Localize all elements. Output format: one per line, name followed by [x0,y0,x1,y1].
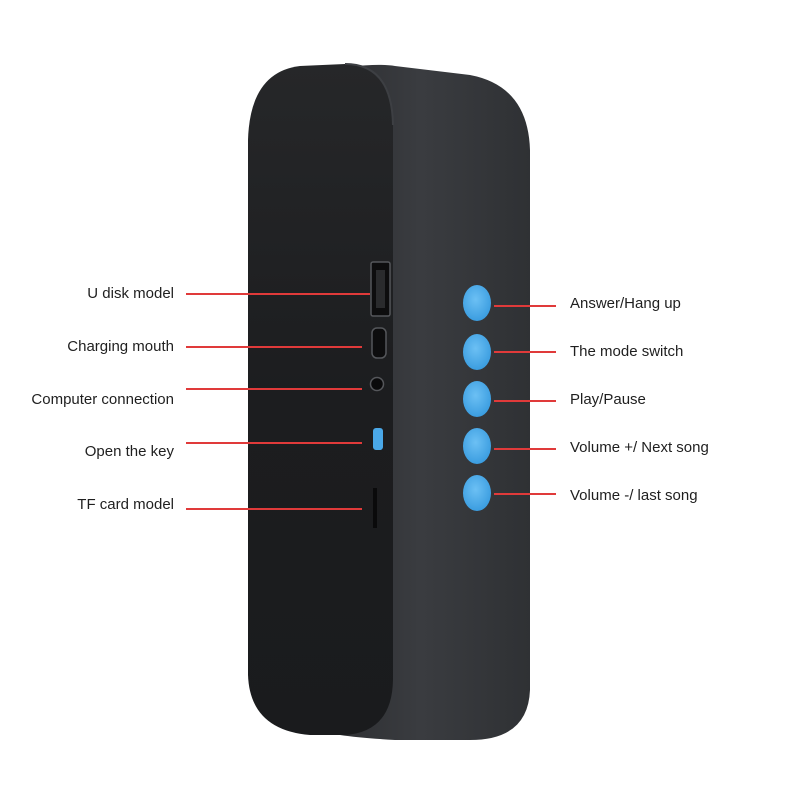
label-open-the-key: Open the key [84,443,174,460]
play-pause-button [463,381,491,417]
label-computer-connection: Computer connection [31,391,174,408]
label-volume-down-last-song: Volume -/ last song [570,487,698,504]
label-volume-up-next-song: Volume +/ Next song [570,439,709,456]
speaker-front-face [248,64,393,735]
power-switch [373,428,383,450]
label-tf-card-model: TF card model [77,496,174,513]
answer-hangup-button [463,285,491,321]
volume-up-button [463,428,491,464]
label-u-disk-model: U disk model [87,285,174,302]
speaker-face-edge [344,63,394,126]
tf-card-slot [373,488,377,528]
label-mode-switch: The mode switch [570,343,684,360]
label-charging-mouth: Charging mouth [67,338,174,355]
mode-switch-button [463,334,491,370]
label-answer-hang-up: Answer/Hang up [570,295,681,312]
micro-usb-port [371,327,387,359]
usb-port [370,261,391,317]
label-play-pause: Play/Pause [570,391,646,408]
volume-down-button [463,475,491,511]
aux-jack [369,376,385,392]
